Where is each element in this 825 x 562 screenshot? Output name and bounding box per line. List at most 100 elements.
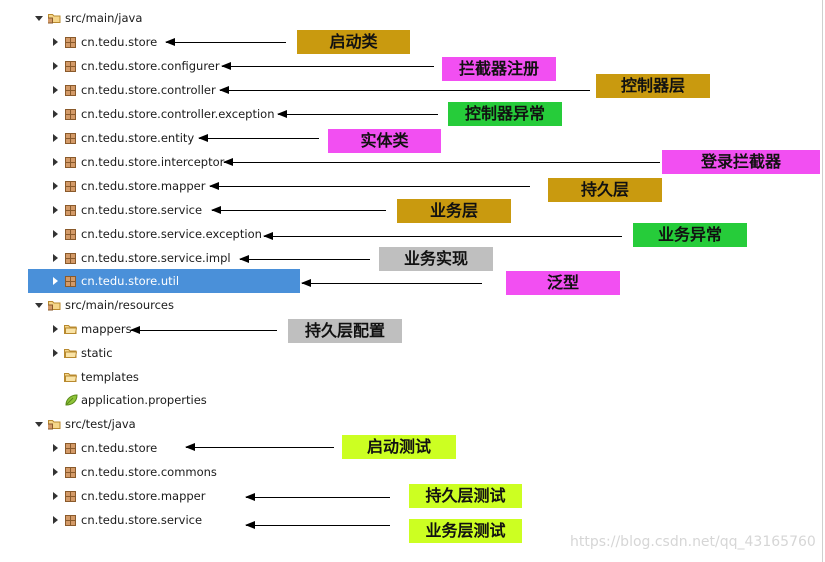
- package-icon: [65, 157, 76, 168]
- test-source-folder-icon: [48, 420, 61, 430]
- annotation-arrow: [221, 62, 434, 70]
- annotation-arrow: [198, 134, 319, 142]
- tree-node-package[interactable]: cn.tedu.store.mapper: [0, 484, 825, 508]
- tree-label: cn.tedu.store.service.impl: [81, 251, 231, 265]
- tree-label: cn.tedu.store.service: [81, 203, 203, 217]
- annotation-service-exception: 业务异常: [633, 223, 747, 247]
- expand-icon[interactable]: [53, 444, 58, 452]
- expand-icon[interactable]: [53, 110, 58, 118]
- tree-label: cn.tedu.store.controller.exception: [81, 107, 275, 121]
- expand-icon[interactable]: [53, 230, 58, 238]
- tree-node-package-selected[interactable]: cn.tedu.store.util: [0, 269, 825, 293]
- expand-icon[interactable]: [53, 86, 58, 94]
- tree-label: cn.tedu.store.controller: [81, 83, 216, 97]
- folder-icon: [64, 349, 77, 358]
- tree-label: application.properties: [81, 393, 207, 407]
- tree-node-package[interactable]: cn.tedu.store.service.impl: [0, 246, 825, 270]
- tree-node-folder[interactable]: templates: [0, 365, 825, 389]
- tree-label: cn.tedu.store.mapper: [81, 179, 206, 193]
- expand-icon[interactable]: [53, 134, 58, 142]
- tree-node-package[interactable]: cn.tedu.store.interceptor: [0, 150, 825, 174]
- expand-icon[interactable]: [53, 468, 58, 476]
- expand-icon[interactable]: [53, 182, 58, 190]
- annotation-arrow: [185, 443, 334, 451]
- annotation-generics: 泛型: [506, 271, 620, 295]
- annotation-arrow: [277, 110, 438, 118]
- tree-node-src-test-java[interactable]: src/test/java: [0, 412, 825, 436]
- expand-icon[interactable]: [53, 206, 58, 214]
- tree-node-package[interactable]: cn.tedu.store.entity: [0, 126, 825, 150]
- tree-node-package[interactable]: cn.tedu.store.configurer: [0, 54, 825, 78]
- annotation-controller-layer: 控制器层: [596, 74, 710, 98]
- watermark: https://blog.csdn.net/qq_43165760: [570, 534, 816, 550]
- package-icon: [65, 443, 76, 454]
- annotation-persistence-layer: 持久层: [548, 178, 662, 202]
- tree-label: cn.tedu.store: [81, 35, 158, 49]
- package-icon: [65, 515, 76, 526]
- tree-node-file[interactable]: application.properties: [0, 388, 825, 412]
- annotation-arrow: [130, 326, 277, 334]
- annotation-persistence-config: 持久层配置: [288, 319, 402, 343]
- properties-file-icon: [65, 394, 78, 406]
- tree-node-src-main-resources[interactable]: src/main/resources: [0, 293, 825, 317]
- tree-node-src-main-java[interactable]: src/main/java: [0, 6, 825, 30]
- tree-label: src/test/java: [65, 417, 136, 431]
- tree-node-package[interactable]: cn.tedu.store.service.exception: [0, 222, 825, 246]
- annotation-service-layer: 业务层: [397, 199, 511, 223]
- expand-icon[interactable]: [53, 492, 58, 500]
- source-folder-icon: [48, 14, 61, 24]
- annotation-login-interceptor: 登录拦截器: [662, 150, 820, 174]
- expand-icon[interactable]: [53, 254, 58, 262]
- tree-label: src/main/resources: [65, 298, 175, 312]
- expand-icon[interactable]: [53, 516, 58, 524]
- package-icon: [65, 61, 76, 72]
- annotation-arrow: [239, 255, 370, 263]
- tree-label: src/main/java: [65, 11, 143, 25]
- annotation-arrow: [209, 182, 530, 190]
- tree-label: templates: [81, 370, 139, 384]
- annotation-arrow: [263, 232, 622, 240]
- tree-label: cn.tedu.store.service: [81, 513, 203, 527]
- tree-label: cn.tedu.store.configurer: [81, 59, 220, 73]
- tree-node-package[interactable]: cn.tedu.store.controller.exception: [0, 102, 825, 126]
- tree-label: cn.tedu.store.entity: [81, 131, 195, 145]
- tree-node-package[interactable]: cn.tedu.store.service: [0, 198, 825, 222]
- expand-icon[interactable]: [53, 62, 58, 70]
- tree-label: cn.tedu.store: [81, 441, 158, 455]
- tree-label: cn.tedu.store.interceptor: [81, 155, 225, 169]
- tree-node-package[interactable]: cn.tedu.store.commons: [0, 460, 825, 484]
- expand-icon[interactable]: [53, 349, 58, 357]
- expand-icon[interactable]: [53, 158, 58, 166]
- annotation-entity-class: 实体类: [328, 129, 441, 153]
- tree-node-package[interactable]: cn.tedu.store: [0, 30, 825, 54]
- tree-node-package[interactable]: cn.tedu.store.service: [0, 508, 825, 532]
- annotation-arrow: [223, 158, 660, 166]
- annotation-service-test: 业务层测试: [409, 519, 522, 543]
- annotation-arrow: [219, 86, 590, 94]
- package-icon: [65, 133, 76, 144]
- tree-node-package[interactable]: cn.tedu.store.controller: [0, 78, 825, 102]
- tree-label: cn.tedu.store.util: [81, 274, 180, 288]
- package-icon: [65, 205, 76, 216]
- package-icon: [65, 85, 76, 96]
- collapse-icon[interactable]: [35, 16, 43, 21]
- collapse-icon[interactable]: [35, 303, 43, 308]
- expand-icon[interactable]: [53, 277, 58, 285]
- annotation-startup-class: 启动类: [297, 30, 410, 54]
- tree-label: cn.tedu.store.commons: [81, 465, 217, 479]
- expand-icon[interactable]: [53, 38, 58, 46]
- tree-node-package[interactable]: cn.tedu.store.mapper: [0, 174, 825, 198]
- annotation-service-impl: 业务实现: [379, 247, 493, 271]
- annotation-arrow: [165, 38, 286, 46]
- collapse-icon[interactable]: [35, 422, 43, 427]
- tree-label: cn.tedu.store.mapper: [81, 489, 206, 503]
- tree-label: mappers: [81, 322, 132, 336]
- annotation-startup-test: 启动测试: [342, 435, 456, 459]
- package-icon: [65, 253, 76, 264]
- annotation-arrow: [245, 493, 390, 501]
- tree-node-folder[interactable]: mappers: [0, 317, 825, 341]
- tree-node-folder[interactable]: static: [0, 341, 825, 365]
- tree-node-package[interactable]: cn.tedu.store: [0, 436, 825, 460]
- expand-icon[interactable]: [53, 325, 58, 333]
- frame-border: [822, 0, 823, 562]
